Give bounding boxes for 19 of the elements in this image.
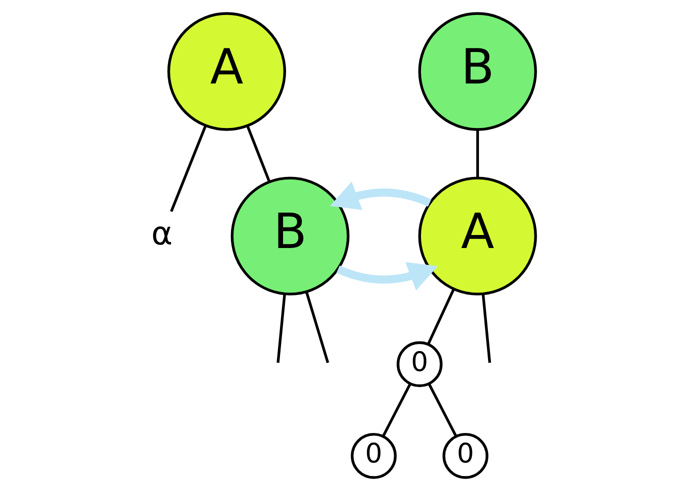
connector (427, 383, 457, 437)
node-circle: A (418, 176, 536, 296)
node-circle: 0 (350, 432, 396, 479)
connector (246, 125, 270, 182)
arrow (329, 182, 431, 210)
connector (170, 125, 206, 212)
connector (382, 383, 411, 437)
connector (426, 288, 454, 345)
node-circle: 0 (396, 341, 442, 388)
node-text: α (150, 214, 172, 252)
connector (276, 294, 286, 363)
arrow (336, 262, 438, 291)
node-circle: A (166, 12, 286, 131)
connector (476, 130, 478, 178)
connector (304, 292, 329, 364)
node-circle: 0 (442, 432, 488, 479)
connector (481, 294, 491, 363)
node-circle: B (418, 12, 536, 131)
node-circle: B (230, 176, 349, 296)
